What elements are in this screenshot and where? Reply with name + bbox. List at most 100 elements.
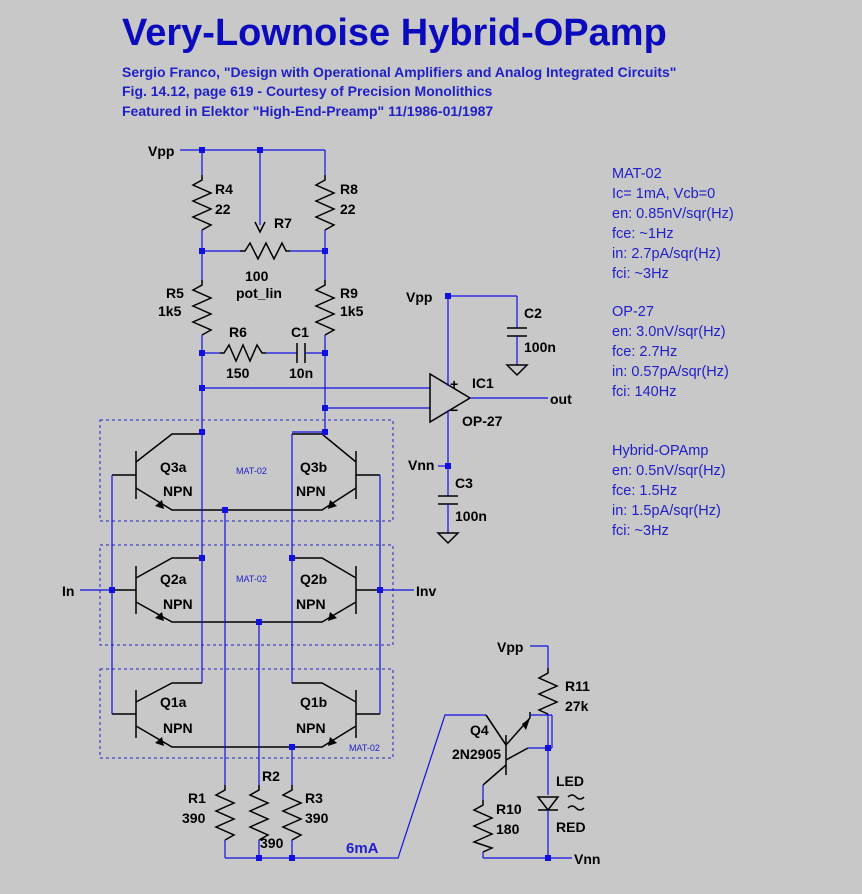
svg-text:MAT-02: MAT-02 — [612, 166, 662, 182]
svg-text:OP-27: OP-27 — [462, 413, 503, 429]
mat02-spec-note: MAT-02 Ic= 1mA, Vcb=0 en: 0.85nV/sqr(Hz)… — [612, 166, 734, 282]
citation-line-1: Sergio Franco, "Design with Operational … — [122, 64, 676, 80]
led-diode: LED RED — [536, 773, 586, 858]
svg-text:−: − — [450, 402, 458, 418]
svg-text:C2: C2 — [524, 305, 542, 321]
svg-text:R10: R10 — [496, 801, 522, 817]
svg-text:in: 2.7pA/sqr(Hz): in: 2.7pA/sqr(Hz) — [612, 246, 721, 262]
vnn-opamp-net: Vnn — [408, 457, 449, 496]
transistor-q2b: Q2b NPN — [259, 557, 380, 623]
resistor-r1: R1 390 — [182, 510, 236, 858]
svg-text:Q3b: Q3b — [300, 459, 327, 475]
vpp-top-rail: Vpp — [148, 143, 325, 159]
svg-text:100n: 100n — [455, 508, 487, 524]
svg-text:MAT-02: MAT-02 — [349, 743, 380, 753]
svg-text:RED: RED — [556, 819, 586, 835]
right-collector-net — [324, 335, 430, 432]
transistor-q4: Q4 2N2905 — [452, 712, 553, 786]
svg-text:en: 0.5nV/sqr(Hz): en: 0.5nV/sqr(Hz) — [612, 463, 726, 479]
svg-text:fce: ~1Hz: fce: ~1Hz — [612, 226, 674, 242]
svg-text:MAT-02: MAT-02 — [236, 574, 267, 584]
output-net-label: out — [550, 391, 572, 407]
svg-text:Vpp: Vpp — [497, 639, 523, 655]
svg-text:27k: 27k — [565, 698, 589, 714]
svg-text:MAT-02: MAT-02 — [236, 466, 267, 476]
svg-text:Inv: Inv — [416, 583, 436, 599]
svg-text:OP-27: OP-27 — [612, 304, 654, 320]
svg-text:390: 390 — [260, 835, 284, 851]
svg-text:R3: R3 — [305, 790, 323, 806]
svg-text:C3: C3 — [455, 475, 473, 491]
schematic-title: Very-Lownoise Hybrid-OPamp — [122, 12, 667, 54]
svg-text:In: In — [62, 583, 74, 599]
svg-text:390: 390 — [182, 810, 206, 826]
svg-text:NPN: NPN — [296, 720, 326, 736]
svg-text:390: 390 — [305, 810, 329, 826]
mat02-pair-q2: MAT-02 — [99, 544, 394, 646]
resistor-r11: R11 27k — [537, 668, 590, 795]
svg-text:Vnn: Vnn — [574, 851, 600, 867]
svg-text:R5: R5 — [166, 285, 184, 301]
svg-text:1k5: 1k5 — [158, 303, 182, 319]
svg-text:C1: C1 — [291, 324, 309, 340]
svg-text:6mA: 6mA — [346, 840, 379, 857]
svg-text:NPN: NPN — [296, 596, 326, 612]
resistor-r9: R9 1k5 — [314, 280, 364, 336]
resistor-r3: R3 390 — [281, 747, 329, 858]
resistor-r10: R10 180 — [471, 785, 552, 859]
capacitor-c1: C1 10n — [289, 324, 325, 381]
svg-text:fci: ~3Hz: fci: ~3Hz — [612, 266, 669, 282]
svg-text:1k5: 1k5 — [340, 303, 364, 319]
svg-text:R7: R7 — [274, 215, 292, 231]
svg-text:R9: R9 — [340, 285, 358, 301]
resistor-r2: R2 390 — [248, 622, 284, 858]
resistor-r5: R5 1k5 — [158, 280, 213, 336]
potentiometer-r7: R7 100 pot_lin — [202, 150, 325, 301]
svg-text:180: 180 — [496, 821, 520, 837]
hybrid-spec-note: Hybrid-OPAmp en: 0.5nV/sqr(Hz) fce: 1.5H… — [612, 443, 726, 539]
svg-text:NPN: NPN — [296, 483, 326, 499]
cascode-wiring — [111, 431, 381, 714]
svg-text:fce: 1.5Hz: fce: 1.5Hz — [612, 483, 677, 499]
svg-text:150: 150 — [226, 365, 250, 381]
svg-text:22: 22 — [215, 201, 231, 217]
capacitor-c3: C3 100n — [436, 475, 487, 545]
resistor-r4: R4 22 — [191, 150, 233, 280]
svg-text:10n: 10n — [289, 365, 313, 381]
opamp-ic1: + − IC1 OP-27 out — [429, 296, 572, 466]
svg-text:IC1: IC1 — [472, 375, 494, 391]
input-in: In — [62, 583, 112, 599]
svg-text:en: 0.85nV/sqr(Hz): en: 0.85nV/sqr(Hz) — [612, 206, 734, 222]
svg-text:in: 1.5pA/sqr(Hz): in: 1.5pA/sqr(Hz) — [612, 503, 721, 519]
capacitor-c2: C2 100n — [505, 305, 556, 377]
svg-text:fce: 2.7Hz: fce: 2.7Hz — [612, 344, 677, 360]
mat02-pair-q3: MAT-02 — [99, 419, 394, 522]
svg-text:Q1a: Q1a — [160, 694, 187, 710]
svg-text:Vnn: Vnn — [408, 457, 434, 473]
svg-text:R2: R2 — [262, 768, 280, 784]
svg-text:Q2a: Q2a — [160, 571, 187, 587]
svg-text:NPN: NPN — [163, 720, 193, 736]
svg-text:Vpp: Vpp — [148, 143, 174, 159]
svg-text:R1: R1 — [188, 790, 206, 806]
svg-text:en: 3.0nV/sqr(Hz): en: 3.0nV/sqr(Hz) — [612, 324, 726, 340]
svg-text:R11: R11 — [565, 678, 590, 694]
svg-text:LED: LED — [556, 773, 584, 789]
svg-text:100: 100 — [245, 268, 269, 284]
svg-text:+: + — [450, 376, 458, 392]
svg-text:22: 22 — [340, 201, 356, 217]
svg-text:fci: ~3Hz: fci: ~3Hz — [612, 523, 669, 539]
transistor-q1a: Q1a NPN — [112, 682, 292, 748]
citation-line-3: Featured in Elektor "High-End-Preamp" 11… — [122, 103, 493, 119]
svg-text:R6: R6 — [229, 324, 247, 340]
svg-text:Q3a: Q3a — [160, 459, 187, 475]
svg-text:NPN: NPN — [163, 596, 193, 612]
svg-text:R8: R8 — [340, 181, 358, 197]
transistor-q3a: Q3a NPN — [112, 433, 225, 511]
transistor-q2a: Q2a NPN — [112, 557, 259, 623]
vpp-led-net: Vpp — [497, 639, 549, 668]
left-collector-net — [201, 335, 430, 432]
svg-text:fci: 140Hz: fci: 140Hz — [612, 384, 676, 400]
transistor-q1b: Q1b NPN — [292, 682, 380, 748]
